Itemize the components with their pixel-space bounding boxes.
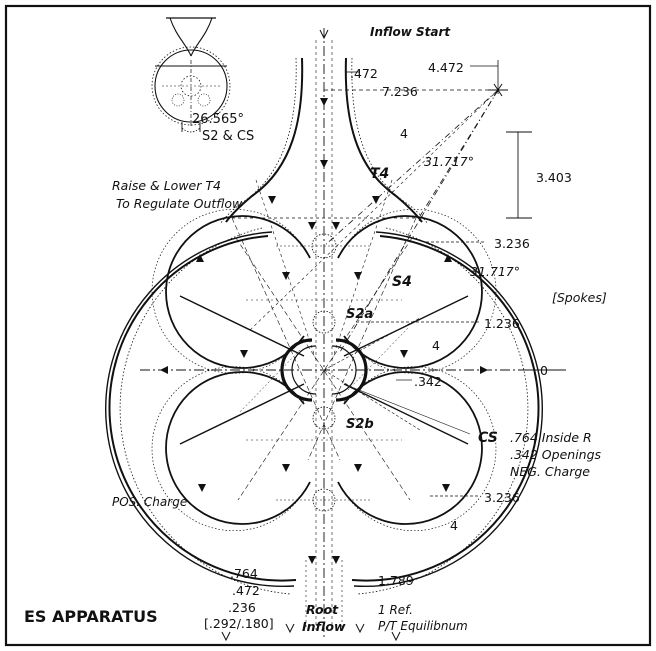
label-root: Root: [306, 602, 339, 617]
dim-3403: 3.403: [536, 170, 572, 185]
label-cs-openings: .342 Openings: [510, 447, 602, 462]
label-cs-inside: .764 Inside R: [510, 430, 592, 445]
label-s2a: S2a: [346, 307, 373, 322]
dimension-values: .472 4.472 7.236 4 31.717° 3.403 3.236 3…: [204, 60, 572, 631]
label-t4: T4: [370, 166, 389, 182]
outflow-arrows: [221, 29, 401, 642]
dim-1789: 1.789: [378, 573, 414, 588]
dim-zero: 0: [540, 363, 548, 378]
label-cs: CS: [478, 430, 498, 446]
t4-right-wall: [344, 57, 423, 223]
dim-236: .236: [228, 600, 256, 615]
thumbnail-sketch: [151, 17, 231, 133]
label-equilibrium: P/T Equilibnum: [378, 619, 468, 633]
label-spokes: [Spokes]: [552, 290, 607, 305]
dim-3236-lower: 3.236: [484, 490, 520, 505]
dim-292-180: [.292/.180]: [204, 616, 274, 631]
diagram-frame: [4, 4, 652, 647]
label-ref: 1 Ref.: [378, 603, 413, 617]
dim-4472: 4.472: [428, 60, 464, 75]
t4-left-wall: [225, 57, 304, 223]
dim-4-diag: 4: [400, 126, 408, 141]
label-raise-lower-1: Raise & Lower T4: [112, 178, 221, 193]
dim-3236-upper: 3.236: [494, 236, 530, 251]
dim-764: .764: [230, 566, 258, 581]
label-pos-charge: POS. Charge: [112, 495, 187, 509]
dim-4-low: 4: [450, 518, 458, 533]
dim-31717-mid: 31.717°: [470, 264, 520, 279]
dim-7236: 7.236: [382, 84, 418, 99]
label-s2b: S2b: [346, 417, 374, 432]
main-apparatus: [105, 28, 566, 640]
dim-4-mid: 4: [432, 338, 440, 353]
label-cs-charge: NEG. Charge: [510, 464, 590, 479]
flow-arrows: [160, 98, 488, 564]
dim-472-low: .472: [232, 583, 260, 598]
dim-342: .342: [414, 374, 442, 389]
label-s2-cs: S2 & CS: [202, 129, 254, 144]
dim-31717-top: 31.717°: [424, 154, 474, 169]
label-angle-top: 26.565°: [192, 112, 244, 127]
labels: Inflow Start 26.565° S2 & CS Raise & Low…: [24, 25, 607, 634]
label-inflow: Inflow: [302, 619, 346, 634]
dim-472-top: .472: [350, 66, 378, 81]
label-inflow-start: Inflow Start: [370, 25, 451, 39]
diagram-title: ES APPARATUS: [24, 607, 158, 626]
label-s4: S4: [392, 274, 412, 290]
dim-1236: 1.236: [484, 316, 520, 331]
label-raise-lower-2: To Regulate Outflow: [116, 196, 243, 211]
